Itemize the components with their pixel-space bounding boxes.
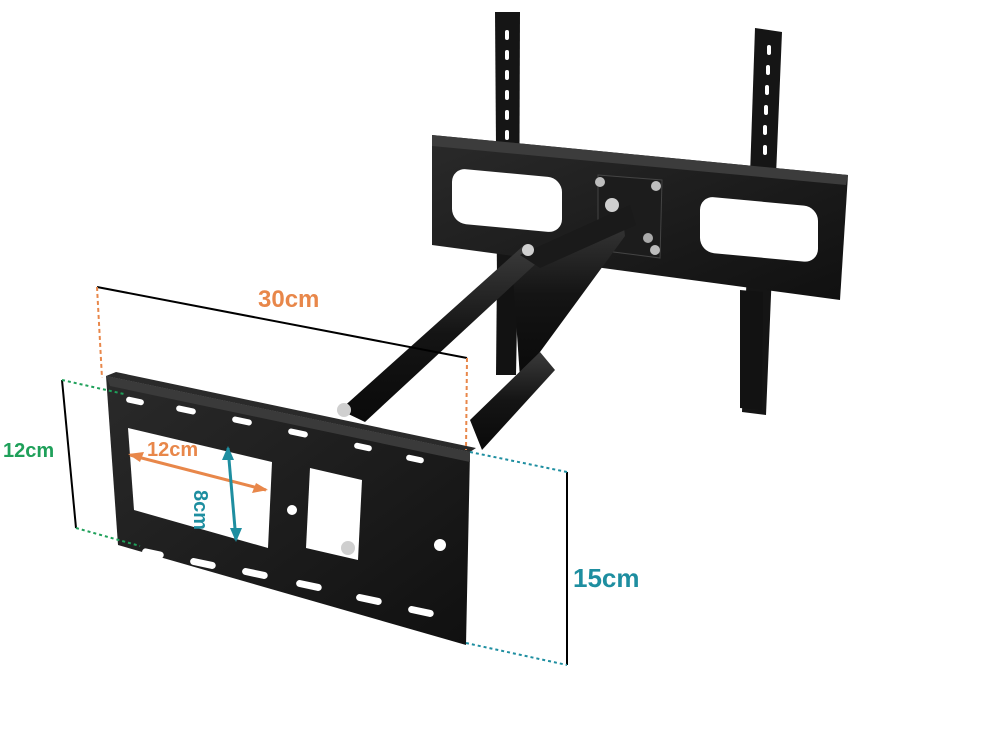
swing-arm-upper [337, 205, 636, 422]
width-label: 30cm [258, 286, 320, 313]
dimension-30cm [96, 286, 468, 451]
dimension-8cm-inner [222, 446, 242, 542]
height-label: 15cm [573, 563, 640, 593]
dimension-15cm [465, 451, 568, 666]
wall-plate [106, 372, 476, 645]
outer-height-label: 12cm [3, 440, 55, 462]
vertical-back-rail [496, 270, 763, 410]
dimension-12cm-outer [61, 379, 141, 547]
inner-height-label: 8cm [189, 489, 212, 531]
dimension-12cm-inner [128, 452, 268, 493]
inner-width-label: 12cm [147, 439, 199, 461]
